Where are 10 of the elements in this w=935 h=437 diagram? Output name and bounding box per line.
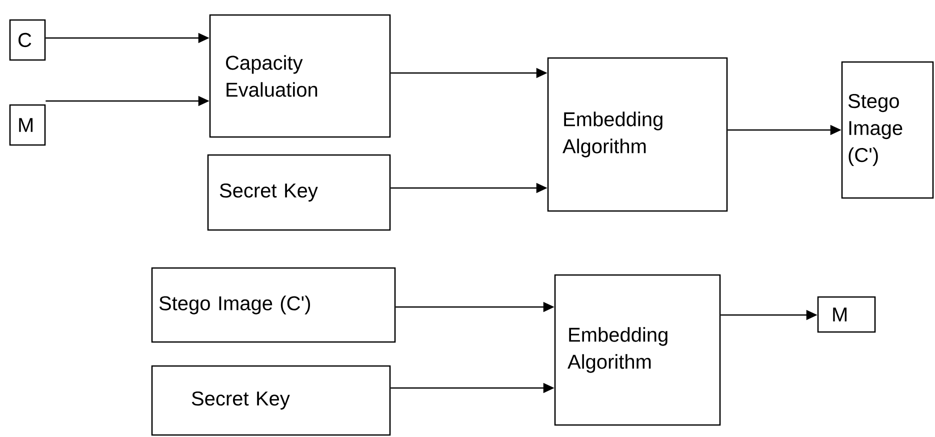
process-box: M	[9, 104, 46, 146]
process-box: Embedding Algorithm	[547, 57, 728, 212]
process-box: Stego Image (C')	[151, 267, 396, 343]
process-box: Embedding Algorithm	[554, 274, 721, 426]
process-box: Stego Image (C')	[841, 61, 934, 199]
process-box: M	[817, 296, 876, 333]
process-box: Capacity Evaluation	[209, 14, 391, 138]
process-box: C	[9, 19, 46, 61]
process-box: Secret Key	[151, 365, 391, 436]
process-box: Secret Key	[207, 154, 391, 231]
